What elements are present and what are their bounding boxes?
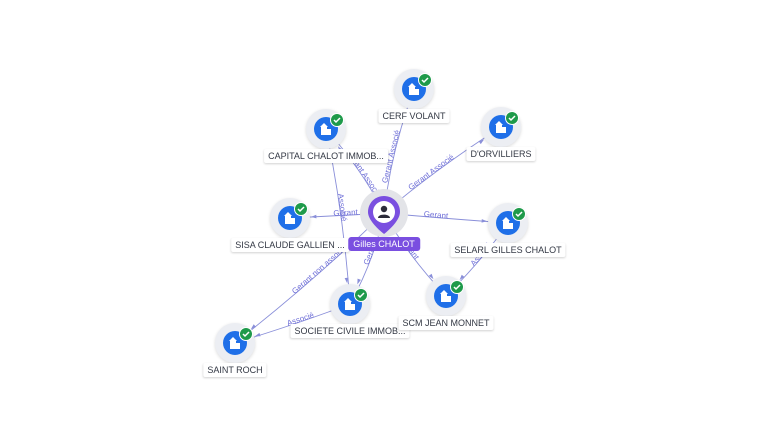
edge-arrow-icon	[428, 273, 434, 280]
edge-label: Associé	[336, 193, 349, 223]
verified-check-icon	[505, 111, 519, 125]
verified-check-icon	[418, 73, 432, 87]
edge-arrow-icon	[459, 274, 465, 280]
edge-arrow-icon	[357, 278, 361, 285]
company-label: SELARL GILLES CHALOT	[450, 243, 566, 257]
company-label: SCM JEAN MONNET	[398, 316, 494, 330]
person-pin-icon	[368, 196, 400, 234]
company-label: CAPITAL CHALOT IMMOB...	[264, 149, 388, 163]
verified-check-icon	[450, 280, 464, 294]
edge-arrow-icon	[344, 277, 349, 284]
edge-arrow-icon	[478, 139, 485, 145]
person-label: Gilles CHALOT	[348, 237, 420, 251]
edge-label: Gerant	[423, 210, 449, 221]
company-label: D'ORVILLIERS	[466, 147, 536, 161]
edge-label: Gerant	[333, 208, 359, 218]
edge-arrow-icon	[310, 214, 317, 219]
company-label: SOCIETE CIVILE IMMOB...	[290, 324, 410, 338]
edge-arrow-icon	[481, 219, 488, 223]
edge-label: Gerant Associé	[407, 152, 456, 192]
verified-check-icon	[354, 288, 368, 302]
verified-check-icon	[330, 113, 344, 127]
person-icon	[380, 205, 388, 213]
company-label: SAINT ROCH	[203, 363, 267, 377]
verified-check-icon	[239, 327, 253, 341]
company-label: SISA CLAUDE GALLIEN ...	[231, 238, 349, 252]
building-icon	[338, 292, 362, 316]
company-label: CERF VOLANT	[378, 109, 450, 123]
edge-arrow-icon	[254, 332, 261, 337]
verified-check-icon	[294, 202, 308, 216]
verified-check-icon	[512, 207, 526, 221]
edge-arrow-icon	[250, 324, 257, 330]
